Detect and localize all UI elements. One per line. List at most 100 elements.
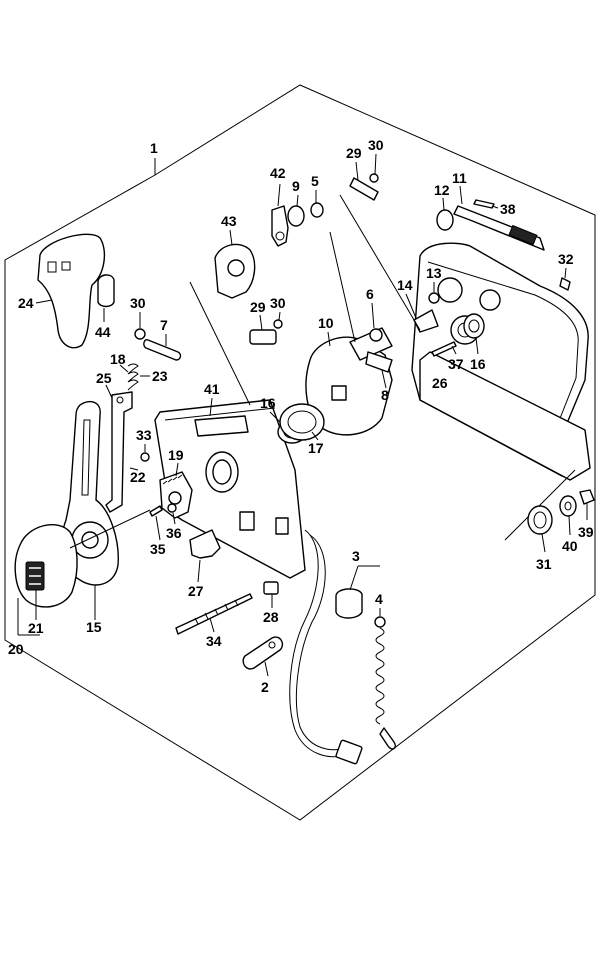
leader-29b [259, 314, 263, 331]
callout-39: 39 [578, 524, 594, 540]
callout-31: 31 [536, 556, 552, 572]
callout-44: 44 [95, 324, 111, 340]
emblem-mark [29, 567, 41, 585]
callout-35: 35 [150, 541, 166, 557]
callout-40: 40 [562, 538, 578, 554]
leader-43 [229, 229, 233, 246]
callout-1: 1 [150, 140, 158, 156]
callout-27: 27 [188, 583, 204, 599]
ring-part-16b-inner [468, 319, 480, 333]
leader-11 [459, 185, 463, 205]
leader-19 [175, 462, 179, 477]
callout-5: 5 [311, 173, 319, 189]
callout-15: 15 [86, 619, 102, 635]
lanyard-clip-part [374, 616, 386, 628]
leader-37 [451, 345, 457, 355]
grip-slot [47, 261, 71, 273]
callout-24: 24 [18, 295, 34, 311]
bracket-part-14 [413, 309, 439, 333]
detent-part [365, 351, 393, 373]
callout-16a: 16 [260, 395, 276, 411]
cam-link-part [249, 329, 277, 345]
gear-hub [168, 491, 182, 505]
bolt-threads [194, 599, 239, 625]
callout-30b: 30 [270, 295, 286, 311]
cap-part [97, 274, 115, 308]
bracket-hole [116, 396, 124, 404]
leader-22 [129, 467, 139, 471]
callout-37: 37 [448, 356, 464, 372]
callout-18: 18 [110, 351, 126, 367]
friction-plate-inner [287, 410, 317, 434]
housing-top-edge [164, 407, 276, 421]
callout-38: 38 [500, 201, 516, 217]
ring-part-16b [463, 313, 485, 339]
cover-boss-b [479, 289, 501, 311]
friction-plate-part [279, 403, 325, 441]
clip-part [134, 328, 146, 340]
leader-12 [442, 197, 445, 211]
lanyard-hook-part [379, 727, 397, 750]
plate-part [242, 636, 284, 670]
clip-part-30b [273, 319, 283, 329]
leader-assembly-7 [339, 194, 421, 331]
washer-40-inner [564, 501, 572, 511]
leader-2 [264, 661, 269, 677]
callout-9: 9 [292, 178, 300, 194]
screw-part-33 [140, 452, 150, 462]
callout-7: 7 [160, 317, 168, 333]
callout-43: 43 [221, 213, 237, 229]
callout-41: 41 [204, 381, 220, 397]
callout-13: 13 [426, 265, 442, 281]
callout-3: 3 [352, 548, 360, 564]
housing-bore-inner [212, 459, 232, 485]
screw-part-35 [149, 505, 163, 517]
plate-hole [268, 641, 276, 649]
callout-19: 19 [168, 447, 184, 463]
collar-part [287, 205, 305, 227]
callout-42: 42 [270, 165, 286, 181]
shaft-end [369, 328, 383, 342]
callout-22: 22 [130, 469, 146, 485]
leader-32 [564, 267, 567, 279]
callout-23: 23 [152, 368, 168, 384]
callout-21: 21 [28, 620, 44, 636]
leader-3b [349, 565, 359, 591]
gear-teeth [162, 474, 183, 485]
callout-36: 36 [166, 525, 182, 541]
bracket-43-hole [227, 259, 245, 277]
callout-33: 33 [136, 427, 152, 443]
lanyard-coil-part [375, 627, 385, 725]
leader-24 [35, 299, 53, 304]
cover-boss-a [437, 277, 463, 303]
callout-29a: 29 [346, 145, 362, 161]
leader-9 [296, 194, 299, 207]
bush-part [263, 581, 279, 595]
leader-18 [119, 364, 129, 373]
leader-31 [541, 533, 546, 553]
callout-14: 14 [397, 277, 413, 293]
screw-part-13 [428, 292, 440, 304]
lever-boss-inner [81, 531, 99, 549]
pin-part [143, 339, 182, 361]
grommet-part [527, 505, 553, 535]
callout-20: 20 [8, 641, 24, 657]
leader-41 [209, 397, 213, 417]
callout-28: 28 [263, 609, 279, 625]
callout-8: 8 [381, 387, 389, 403]
leader-25 [105, 384, 113, 399]
callout-11: 11 [452, 170, 467, 186]
clip-part-30c [369, 173, 379, 183]
wire-harness-part-2 [295, 534, 346, 751]
switch-body-part [335, 588, 363, 619]
leader-8 [381, 369, 387, 389]
leader-29a [355, 161, 359, 181]
long-bolt-part [175, 593, 253, 635]
leader-assembly-right [504, 469, 576, 541]
spring-part [127, 363, 139, 391]
leader-14 [405, 293, 417, 319]
lever-link-hole [275, 231, 285, 241]
washer-part-5 [310, 202, 324, 218]
lever-slot [81, 419, 91, 496]
